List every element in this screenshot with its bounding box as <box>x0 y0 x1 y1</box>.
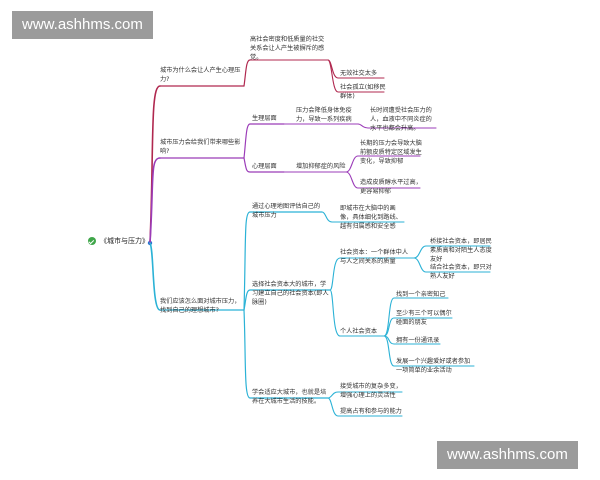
q3-label[interactable]: 我们应该怎么面对城市压力，找到自己的理想城市? <box>160 298 241 314</box>
q1-label[interactable]: 城市为什么会让人产生心理压力? <box>160 67 241 83</box>
q2-psych-desc[interactable]: 增加抑郁症的风险 <box>296 163 346 170</box>
watermark-top: www.ashhms.com <box>12 11 153 39</box>
q1-leaf1[interactable]: 无效社交太多 <box>340 70 378 77</box>
link-root-q2 <box>149 157 161 244</box>
q2-phys-detail[interactable]: 长时间遭受社会压力的人，血液中不同炎症的水平也都会升高。 <box>370 107 432 132</box>
q2-label[interactable]: 城市压力会给我们带来哪些影响? <box>160 139 241 155</box>
q3-personal-item-3[interactable]: 发展一个兴趣爱好或者参加一项简单的业余活动 <box>396 358 471 374</box>
link-q1-sub1 <box>243 59 251 87</box>
q3-personal-item-2[interactable]: 拥有一份通讯录 <box>396 337 440 344</box>
q3-a3-label[interactable]: 学会适应大城市，也就是培养在大城市生活的技能。 <box>252 389 327 405</box>
q3-sc-item1[interactable]: 桥接社会资本，即居民素质高和对陌生人态度友好 <box>430 238 492 263</box>
q3-a1-label[interactable]: 通过心理地图评估自己的城市压力 <box>252 203 321 219</box>
q3-personal-item-1[interactable]: 至少有三个可以偶尔碰面的朋友 <box>396 310 452 326</box>
q3-sc-label[interactable]: 社会资本：一个群体中人与人之间关系的质量 <box>340 249 409 265</box>
q3-personal-item-0[interactable]: 找到一个亲密知己 <box>396 291 446 298</box>
link-q3-a2 <box>243 289 331 311</box>
root-label: 《城市与压力》 <box>100 237 149 245</box>
watermark-bottom: www.ashhms.com <box>437 441 578 469</box>
q1-leaf2[interactable]: 社会孤立(如移民群体) <box>340 84 386 100</box>
q2-phys-label[interactable]: 生理层面 <box>252 115 277 122</box>
q3-a2-label[interactable]: 选择社会资本大的城市，学习建立自己的社会资本(即人脉圈) <box>252 281 329 306</box>
q2-psych-label[interactable]: 心理层面 <box>252 163 277 170</box>
q3-a3-item2[interactable]: 提高占有和参与的能力 <box>340 408 402 415</box>
link-sub1-leaf2 <box>327 59 385 93</box>
link-q3-a1 <box>243 211 323 311</box>
link-q3-a3 <box>243 309 329 399</box>
link-q2-phys <box>243 123 285 159</box>
q2-psych-detail2[interactable]: 造成皮质醇水平过高，更容易抑郁 <box>360 179 422 195</box>
root-node[interactable]: 《城市与压力》 <box>88 236 149 246</box>
link-q2-psych <box>243 157 285 173</box>
link-root-q3 <box>149 242 161 311</box>
q2-psych-detail1[interactable]: 长期的压力会导致大脑前额皮质特定区域发生变化，导致抑郁 <box>360 140 422 165</box>
q3-sc-item2[interactable]: 结合社会资本，即只对熟人友好 <box>430 264 492 280</box>
q1-sub1[interactable]: 高社会密度和低质量的社交关系会让人产生被摒斥的感觉。 <box>250 36 325 61</box>
q2-phys-desc[interactable]: 压力会降低身体免疫力，导致一系列疾病 <box>296 107 352 123</box>
q3-a1-desc[interactable]: 即城市在大脑中的画像，具体细化到路线、越有归属感和安全感 <box>340 205 402 230</box>
q3-personal-label[interactable]: 个人社会资本 <box>340 328 378 335</box>
check-circle-icon <box>88 237 96 245</box>
q3-a3-item1[interactable]: 接受城市的复杂多变，增强心理上的灵活性 <box>340 383 402 399</box>
